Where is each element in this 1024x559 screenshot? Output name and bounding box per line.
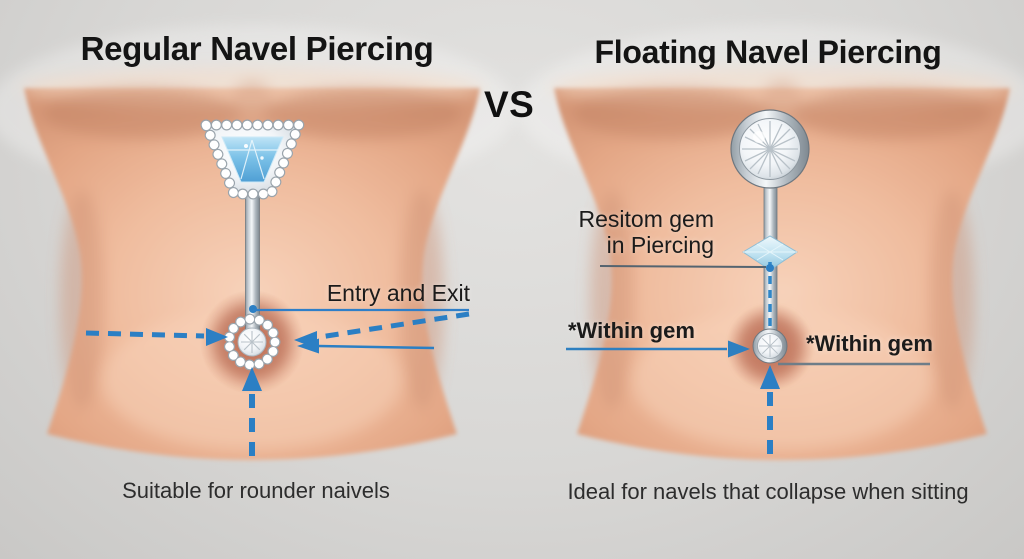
left-panel-caption: Suitable for rounder naivels (122, 478, 390, 503)
barbell-bottom-gem (752, 328, 788, 364)
dashed-arrow-from-left (85, 328, 228, 346)
gem-point-dot (766, 264, 774, 272)
gem-leader-line (599, 265, 767, 268)
barbell-mid-gem (742, 235, 798, 271)
resitom-gem-label-line2: in Piercing (606, 232, 714, 258)
resitom-gem-label-line1: Resitom gem (578, 206, 714, 232)
regular-barbell-icon (200, 119, 305, 371)
left-annotation-graphics (85, 308, 470, 464)
within-gem-left-label: *Within gem (568, 318, 695, 343)
floating-barbell-icon (730, 109, 810, 364)
barbell-bottom-gem (223, 313, 281, 371)
vs-label: VS (484, 84, 535, 125)
left-panel-title: Regular Navel Piercing (80, 30, 434, 67)
right-panel-caption: Ideal for navels that collapse when sitt… (567, 479, 969, 504)
right-panel-title: Floating Navel Piercing (594, 34, 942, 70)
resitom-gem-label: Resitom gem in Piercing (566, 206, 714, 258)
right-annotation-graphics (566, 265, 930, 463)
barbell-top-charm (200, 119, 305, 200)
dashed-arrow-from-bottom (242, 367, 262, 464)
barbell-top-gem (730, 109, 810, 189)
within-gem-right-label: *Within gem (806, 331, 933, 356)
solid-arrow-left (297, 338, 435, 354)
within-gem-left-arrow (566, 340, 750, 358)
dashed-arrow-from-bottom (760, 365, 780, 463)
entry-exit-label: Entry and Exit (326, 280, 470, 306)
